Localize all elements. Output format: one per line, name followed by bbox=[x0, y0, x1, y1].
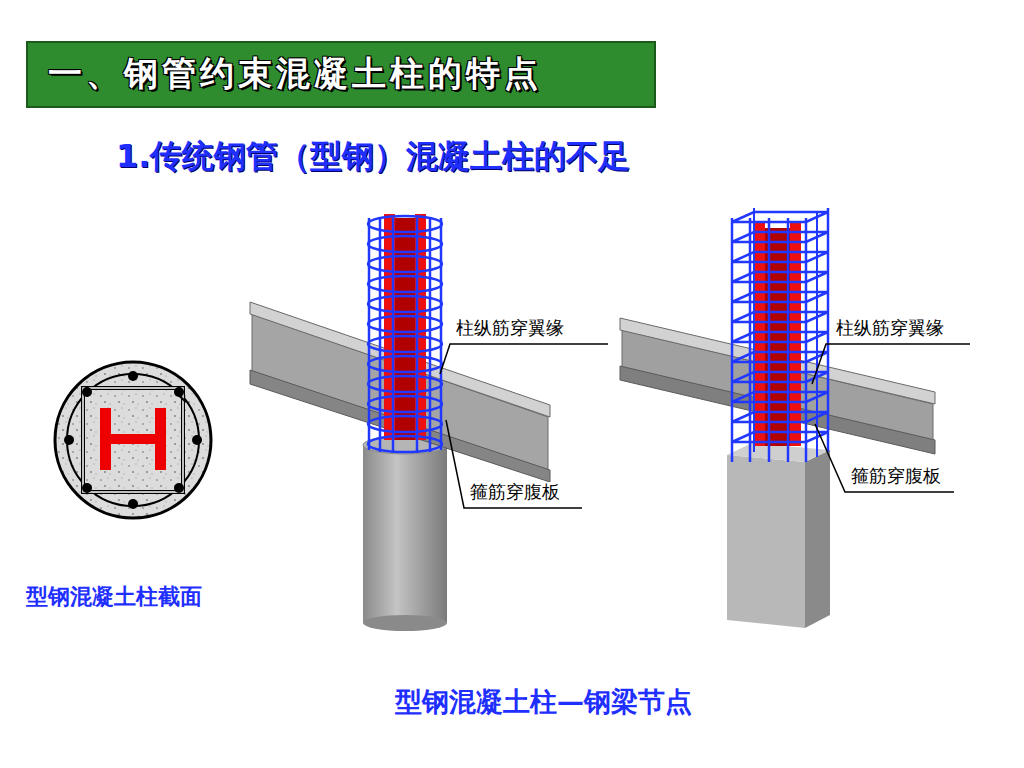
rebar-cage-part bbox=[732, 272, 828, 282]
rebar-cage-part bbox=[768, 218, 771, 462]
rebar-cage-part bbox=[732, 312, 828, 322]
rebar-cage-part bbox=[368, 416, 442, 432]
figure-caption: 型钢混凝土柱—钢梁节点 bbox=[395, 686, 692, 717]
rebar-cage-part bbox=[368, 276, 442, 292]
rebar-cage-part bbox=[732, 352, 828, 362]
rebar-cage-part bbox=[368, 218, 371, 450]
rebar-cage-part bbox=[731, 218, 734, 462]
title-banner bbox=[27, 42, 655, 107]
rebar-cage-part bbox=[732, 412, 828, 422]
column-section-part bbox=[83, 388, 183, 492]
column-section-part bbox=[174, 483, 184, 493]
callout-label: 箍筋穿腹板 bbox=[849, 466, 943, 487]
callout-label: 柱纵筋穿翼缘 bbox=[834, 318, 946, 339]
rebar-cage-part bbox=[368, 256, 442, 272]
column-section-part bbox=[82, 387, 92, 397]
rebar-cage-part bbox=[732, 332, 828, 342]
rebar-cage-part bbox=[732, 232, 828, 242]
column-section-part bbox=[128, 371, 138, 381]
leader-line bbox=[440, 344, 608, 508]
rebar-cage-part bbox=[827, 208, 830, 452]
rebar-cage-part bbox=[368, 356, 442, 372]
column-section-part bbox=[128, 499, 138, 509]
square-column bbox=[727, 443, 830, 628]
column-section-part bbox=[155, 408, 166, 470]
rebar-cage bbox=[732, 208, 828, 462]
rebar-cage-part bbox=[816, 213, 818, 457]
rebar-cage-part bbox=[368, 296, 442, 312]
rebar-cage-part bbox=[787, 218, 790, 462]
round-column-part bbox=[363, 615, 447, 631]
square-column-part bbox=[727, 455, 805, 628]
rebar-cage bbox=[368, 216, 442, 453]
rebar-cage-part bbox=[732, 392, 828, 402]
rebar-cage-part bbox=[368, 316, 442, 332]
leader-line-part bbox=[815, 424, 954, 492]
column-section-part bbox=[174, 387, 184, 397]
column-section-part bbox=[111, 434, 155, 444]
rebar-cage-part bbox=[368, 376, 442, 392]
rebar-cage-part bbox=[440, 218, 443, 450]
leader-line-part bbox=[440, 344, 608, 374]
callout-label: 箍筋穿腹板 bbox=[468, 482, 562, 503]
rebar-cage-part bbox=[368, 216, 442, 232]
square-column-part bbox=[805, 450, 830, 628]
round-column-part bbox=[363, 445, 447, 623]
column-section-part bbox=[192, 435, 202, 445]
round-column bbox=[363, 436, 447, 631]
steel-section bbox=[384, 214, 426, 440]
rebar-cage-part bbox=[368, 436, 442, 452]
column-section-part bbox=[55, 362, 211, 518]
column-section bbox=[55, 362, 211, 518]
rebar-cage-part bbox=[732, 252, 828, 262]
rebar-cage-part bbox=[368, 396, 442, 412]
slide-title: 一、钢管约束混凝土柱的特点 bbox=[48, 54, 542, 93]
leader-line-part bbox=[446, 420, 582, 508]
rebar-cage-part bbox=[805, 218, 808, 462]
column-section-part bbox=[83, 388, 183, 492]
section-heading: 1.传统钢管（型钢）混凝土柱的不足 bbox=[116, 138, 630, 175]
callout-label: 柱纵筋穿翼缘 bbox=[454, 318, 566, 339]
rebar-cage-part bbox=[368, 236, 442, 252]
column-section-part bbox=[82, 483, 92, 493]
rebar-cage-part bbox=[753, 208, 755, 452]
leader-line-part bbox=[812, 344, 970, 384]
rebar-cage-part bbox=[368, 336, 442, 352]
column-section-part bbox=[100, 408, 111, 470]
rebar-cage-part bbox=[732, 292, 828, 302]
title-banner-part bbox=[27, 42, 655, 107]
figure-label: 型钢混凝土柱截面 bbox=[26, 584, 202, 609]
column-section-part bbox=[64, 435, 74, 445]
leader-line bbox=[812, 344, 970, 492]
column-section-part bbox=[67, 374, 199, 506]
rebar-cage-part bbox=[732, 212, 828, 222]
rebar-cage-part bbox=[732, 432, 828, 442]
